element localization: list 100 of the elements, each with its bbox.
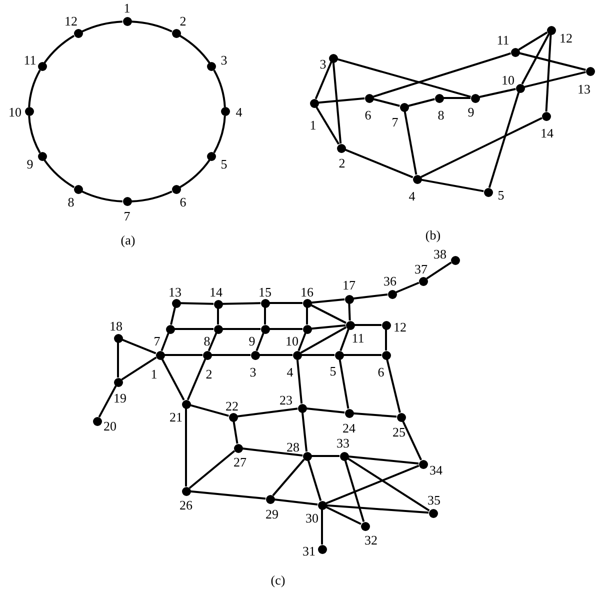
vertex-number: 16 [300,286,314,298]
graph-edge [386,359,401,413]
vertex-number: 31 [302,544,316,558]
vertex-number: 10 [286,334,298,348]
graph-edge [521,34,550,84]
graph-edge [82,190,122,202]
graph-edge [326,464,420,504]
graph-edge [217,308,219,324]
graph-edge [321,510,323,544]
vertex-number: 33 [336,436,350,450]
graph-edge [311,298,345,304]
graph-edge [212,354,250,356]
graph-edge [348,455,419,465]
graph-edge [117,342,119,378]
vertex-number: 1 [150,368,158,380]
vertex-number: 5 [498,188,504,202]
vertex-number: 27 [234,456,246,468]
graph-edge [213,70,226,108]
graph-edge [421,178,484,192]
graph-edge [213,116,226,154]
graph-edge [348,303,351,321]
vertex-number: 2 [206,368,212,380]
vertex-number: 37 [414,262,428,276]
vertex-number: 4 [286,366,294,378]
graph-edge [270,328,302,330]
vertex-number: 20 [104,420,116,432]
vertex-number: 28 [286,440,300,454]
vertex-number: 12 [560,32,572,44]
graph-edge [518,32,548,50]
vertex-number: 1 [310,118,316,132]
vertex-number: 11 [496,34,510,46]
graph-edge [326,506,362,525]
graph-edge [344,354,382,356]
graph-edge [396,282,420,294]
graph-edge [132,20,172,32]
graph-edge [519,52,586,71]
graph-edge [222,328,260,330]
graph-edge [479,88,516,98]
graph-edge [524,71,586,88]
graph-edge [354,324,382,326]
graph-edge [310,304,346,324]
vertex-number: 8 [68,195,74,208]
graph-edge [296,359,303,404]
vertex-number: 30 [306,512,318,524]
vertex-number: 29 [266,508,278,520]
graph-edge [132,190,172,202]
graph-edge [332,62,342,144]
graph-edge [174,328,214,330]
graph-edge [312,455,340,457]
graph-edge [444,97,470,99]
vertex-number: 25 [392,426,406,438]
graph-edge [311,324,346,330]
graph-edge [385,330,387,350]
vertex-number: 22 [226,400,238,412]
graph-edge [301,412,308,452]
vertex-number: 9 [248,334,256,348]
graph-edge [318,97,365,104]
graph-edge [545,34,552,112]
vertex-number: 11 [352,332,364,344]
graph-edge [338,359,350,409]
vertex-number: 14 [540,126,554,140]
graph-edge [180,302,214,305]
vertex-number: 13 [168,286,182,298]
vertex-number: 3 [250,366,256,378]
vertex-number: 12 [394,320,406,334]
graph-edge [326,504,429,514]
graph-edge [98,385,117,418]
graph-edge [121,356,157,380]
graph-edge [179,34,210,64]
vertex-number: 24 [342,422,356,434]
vertex-number: 7 [392,116,398,128]
vertex-number: 32 [364,534,378,546]
graph-edge [270,302,302,304]
graph-edge [222,302,261,305]
graph-edge [122,338,156,354]
graph-edge [420,117,542,178]
vertex-number: 38 [434,248,446,260]
graph-edge [179,160,210,188]
graph-edge [264,308,266,324]
graph-edge [274,498,318,506]
vertex-number: 18 [110,320,122,332]
vertex-number: 8 [204,334,210,348]
graph-edge [306,407,345,414]
graph-edge [161,358,185,400]
vertex-number: 6 [180,195,186,208]
graph-edge [190,404,229,417]
vertex-number: 4 [408,190,416,202]
vertex-number: 23 [280,394,292,406]
vertex-number: 8 [438,108,444,122]
graph-edge [188,450,236,489]
graph-edge [344,460,365,522]
graph-edge [185,408,187,486]
graph-edge [232,421,238,444]
graph-edge [315,106,340,145]
graph-edge [272,458,305,496]
vertex-number: 21 [170,410,182,424]
graph-edge [426,262,452,280]
graph-edge [28,70,41,108]
graph-edge [314,62,332,100]
graph-edge [347,458,430,512]
